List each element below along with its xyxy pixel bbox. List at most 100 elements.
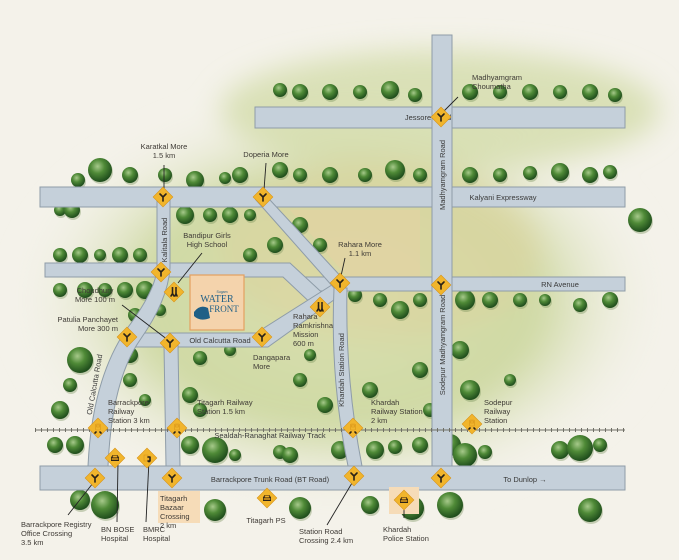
label-line: Doperia More (243, 150, 288, 159)
tree (460, 380, 480, 400)
tree (313, 238, 327, 252)
water-front-logo[interactable]: Sugam WATER FRONT (189, 274, 245, 331)
registry-crossing-junction-icon[interactable] (84, 467, 106, 489)
label-old-calcutta-road: Old Calcutta Road (189, 336, 250, 345)
label-line: Titagarh PS (246, 516, 285, 525)
titagarh-railway-station-train-icon[interactable] (166, 417, 188, 439)
tree (304, 349, 316, 361)
tree (493, 168, 507, 182)
titagarh-road[interactable] (163, 344, 181, 467)
doperia-more-junction-icon[interactable] (252, 186, 274, 208)
tree (573, 298, 587, 312)
logo-water: WATER (200, 294, 234, 305)
label-to-dunlop: To Dunlop → (503, 475, 546, 484)
tree (193, 403, 207, 417)
tree (482, 292, 498, 308)
label-line: Titagarh (160, 494, 187, 503)
tree (366, 441, 384, 459)
tree (493, 85, 507, 99)
tree (158, 168, 172, 182)
label-line: Khardah (371, 398, 399, 407)
bmrc-hospital-ambulance-icon[interactable] (136, 447, 158, 469)
patulia-more-junction-icon[interactable] (116, 326, 138, 348)
bandipur-school-pedestrian-icon[interactable] (163, 281, 185, 303)
tree (551, 163, 569, 181)
titagarh-ps-police-car-icon[interactable] (256, 487, 278, 509)
label-rn-avenue: RN Avenue (541, 280, 579, 289)
tree (385, 160, 405, 180)
label-line: Hospital (143, 534, 170, 543)
label-line: Bazaar (160, 503, 184, 512)
tree (181, 436, 199, 454)
label-line: Crossing 2.4 km (299, 536, 353, 545)
label-line: More 100 m (75, 295, 115, 304)
label-line: Station 3 km (108, 416, 150, 425)
label-line: 1.1 km (349, 249, 372, 258)
tree (293, 168, 307, 182)
titagarh-bazaar-crossing-junction-icon[interactable] (161, 467, 183, 489)
madhyamgram-road[interactable] (431, 34, 453, 467)
lake-icon (194, 306, 210, 320)
khardah-ps-police-car-icon[interactable] (393, 489, 415, 511)
rahara-more-junction-icon[interactable] (329, 272, 351, 294)
tree (202, 437, 228, 463)
label-line: 3.5 km (21, 538, 44, 547)
label-line: Station 1.5 km (197, 407, 245, 416)
kalitala-junction-junction-icon[interactable] (150, 261, 172, 283)
tree (513, 293, 527, 307)
label-sodepur-madhyamgram-road: Sodepur Madhyamgram Road (438, 295, 447, 395)
sodepur-bt-junction-junction-icon[interactable] (430, 467, 452, 489)
rahara-mission-pedestrian-icon[interactable] (309, 296, 331, 318)
label-madhyamgram-road: Madhyamgram Road (438, 140, 447, 210)
sodepur-railway-station-train-icon[interactable] (461, 413, 483, 435)
tree (51, 401, 69, 419)
signs (84, 106, 483, 511)
dangapara-more-junction-icon[interactable] (251, 326, 273, 348)
bn-bose-hospital-police-car-icon[interactable] (104, 447, 126, 469)
tree (408, 88, 422, 102)
label-line: Railway Station (371, 407, 423, 416)
label-line: More (253, 362, 270, 371)
station-road-crossing-junction-icon[interactable] (343, 465, 365, 487)
karatkal-more-junction-icon[interactable] (152, 186, 174, 208)
madhyamgram-choumatha-junction-icon[interactable] (430, 106, 452, 128)
open-land (290, 210, 420, 280)
khardah-railway-station-train-icon[interactable] (342, 417, 364, 439)
trees (47, 81, 653, 524)
label-line: BMRC (143, 525, 166, 534)
label-line: Mission (293, 330, 318, 339)
label-line: Choumatha (472, 82, 512, 91)
barrackpore-railway-station-train-icon[interactable] (87, 417, 109, 439)
tree (504, 374, 516, 386)
logo-small-text: Sugam (216, 290, 227, 294)
tree (67, 347, 93, 373)
tree (353, 85, 367, 99)
khardah-station-road[interactable] (332, 287, 363, 467)
tree (412, 362, 428, 378)
label-line: BN BOSE (101, 525, 134, 534)
label-line: Rahara More (338, 240, 382, 249)
tree (232, 167, 248, 183)
tree (322, 84, 338, 100)
bt-road[interactable] (39, 465, 626, 491)
tree (523, 166, 537, 180)
choudhury-more-junction-icon[interactable] (159, 332, 181, 354)
tree (453, 443, 477, 467)
kalyani-expressway[interactable] (39, 186, 626, 208)
tree (539, 294, 551, 306)
tree (451, 341, 469, 359)
road-labels: Jessore Road Kalyani Expressway RN Avenu… (85, 113, 579, 484)
tree (204, 499, 226, 521)
tree (193, 351, 207, 365)
tree (413, 168, 427, 182)
rn-avenue-junction-junction-icon[interactable] (430, 274, 452, 296)
tree (47, 437, 63, 453)
tree (567, 435, 593, 461)
